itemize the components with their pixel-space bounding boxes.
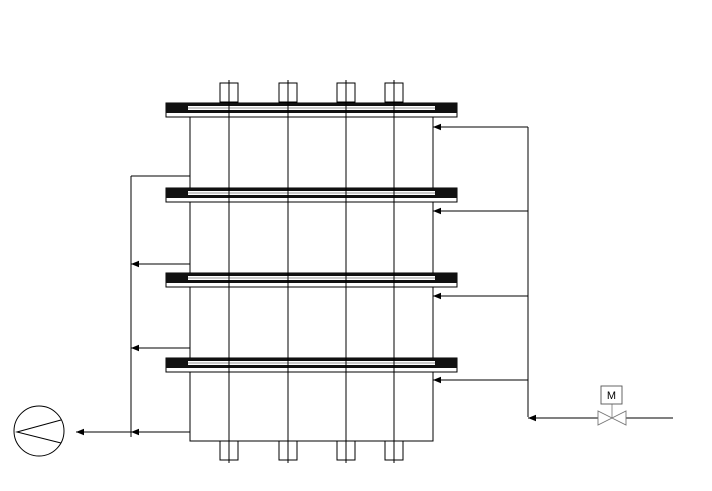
valve-left-triangle <box>597 410 614 426</box>
plate-left-cap <box>166 106 188 111</box>
plate-top-band <box>166 188 457 191</box>
plate-right-cap <box>435 361 457 366</box>
plate-bottom-band <box>166 195 457 198</box>
plate-left-cap <box>166 361 188 366</box>
motor-valve[interactable]: M <box>597 385 627 426</box>
pump-chevron <box>15 419 62 444</box>
pump-circle <box>13 405 65 457</box>
motor-label: M <box>607 390 616 402</box>
supply-manifold <box>433 123 673 422</box>
supply-branches <box>433 123 528 384</box>
plate-bottom-band <box>166 280 457 283</box>
plate-right-cap <box>435 276 457 281</box>
plate-bottom-band <box>166 110 457 113</box>
motor-actuator-box <box>600 385 623 405</box>
top-nozzles <box>219 80 404 103</box>
shelf-plate-3 <box>165 272 458 288</box>
shelf-plate-4 <box>165 357 458 373</box>
bottom-nozzles <box>219 440 404 463</box>
plate-left-cap <box>166 191 188 196</box>
shelf-plate-2 <box>165 187 458 203</box>
exhaust-manifold <box>76 175 190 437</box>
plate-top-band <box>166 103 457 106</box>
exhaust-branches <box>131 260 190 436</box>
plate-right-cap <box>435 191 457 196</box>
valve-right-triangle <box>610 410 627 426</box>
plate-left-cap <box>166 276 188 281</box>
plate-bottom-band <box>166 365 457 368</box>
shelf-plate-1 <box>165 102 458 118</box>
pump[interactable] <box>13 405 65 457</box>
plate-right-cap <box>435 106 457 111</box>
plate-top-band <box>166 273 457 276</box>
plate-top-band <box>166 358 457 361</box>
shelf-plates <box>165 80 458 463</box>
